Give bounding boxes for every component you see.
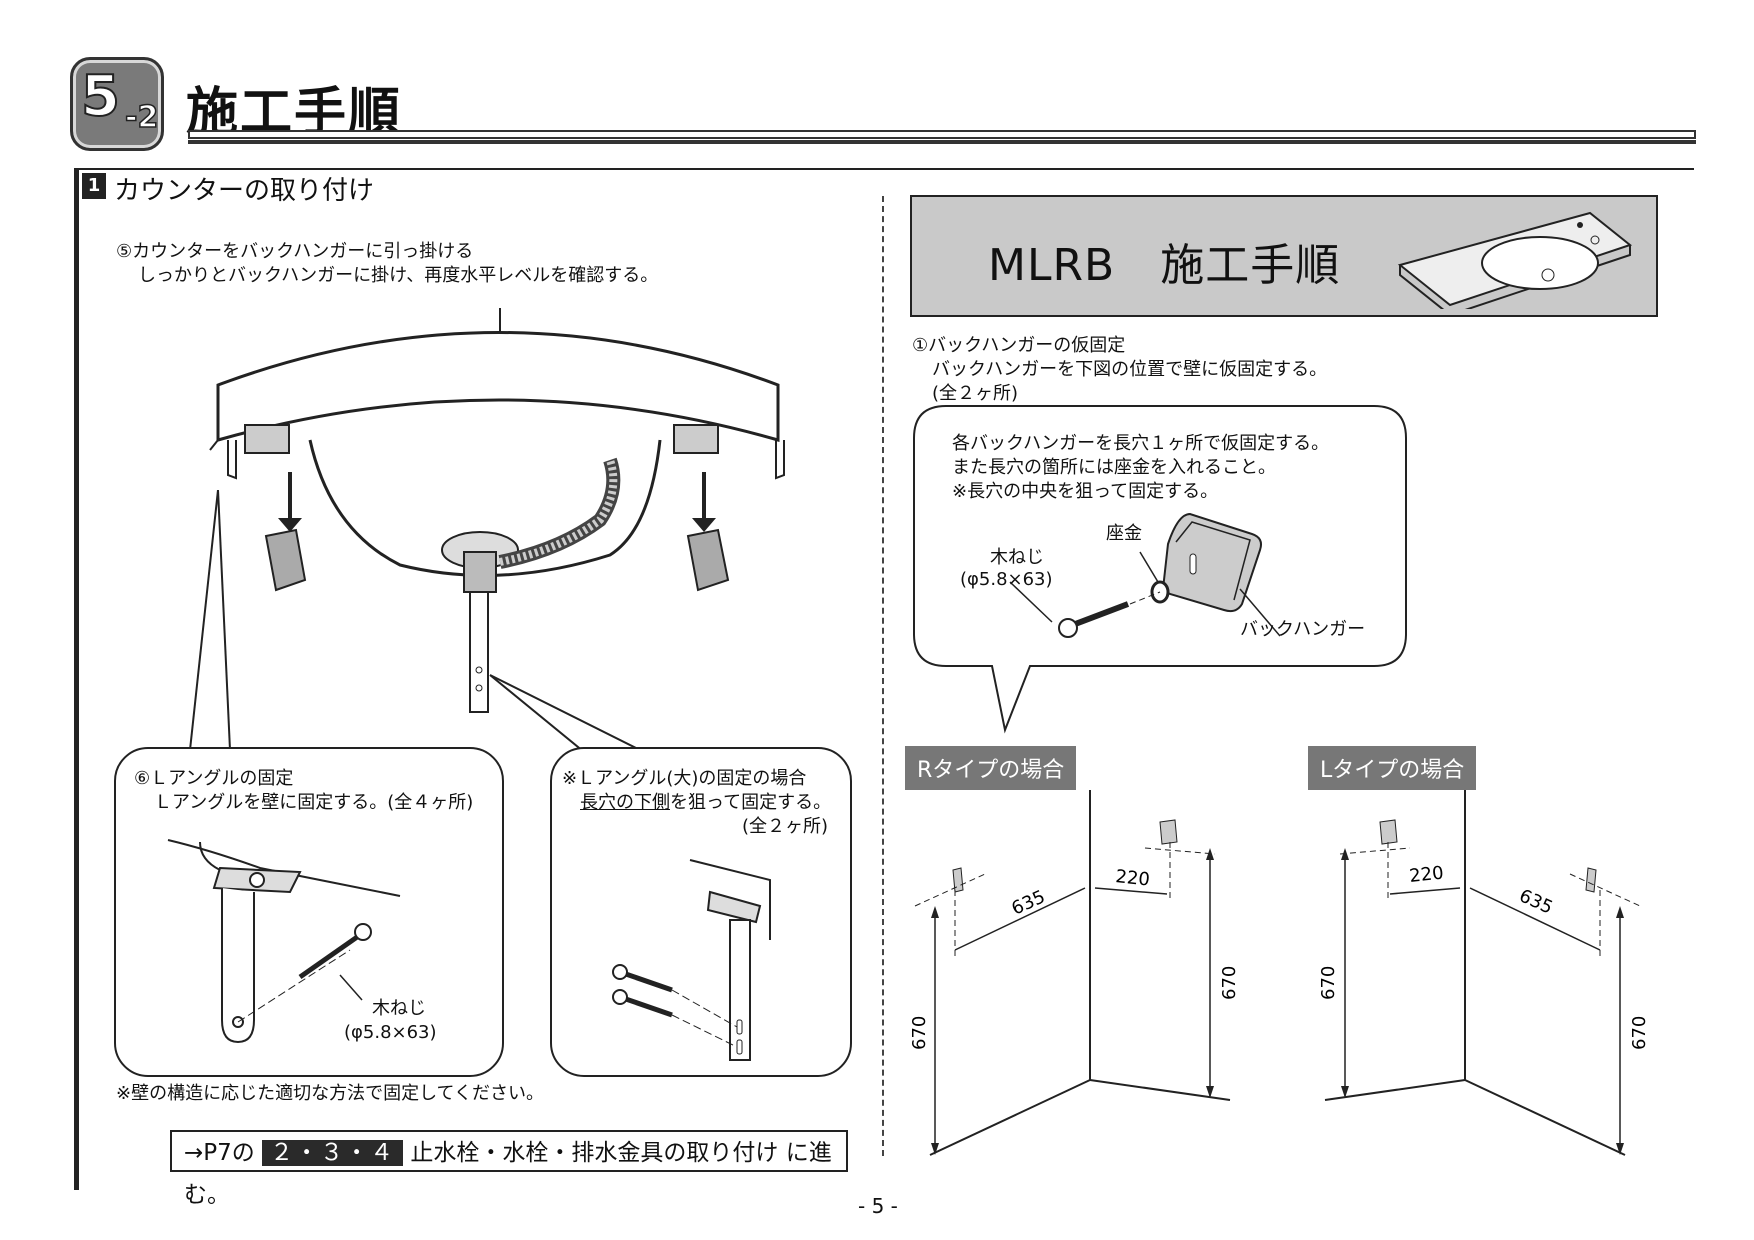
right-screw-label: 木ねじ: [990, 547, 1044, 568]
r-dim-short: 220: [1114, 866, 1150, 890]
badge-sub: -2: [124, 99, 159, 136]
section-rule: [74, 168, 1694, 170]
l-angle-illustration: [167, 839, 401, 1044]
l-angle-large-desc: 長穴の下側を狙って固定する。: [580, 791, 831, 815]
hanger-label: バックハンガー: [1240, 619, 1366, 640]
nav-highlight: ２・３・４: [262, 1140, 404, 1166]
hanger-bubble: [913, 405, 1407, 734]
l-angle-large-count: (全２ヶ所): [742, 816, 829, 837]
screw-label: 木ねじ: [372, 998, 426, 1019]
badge-number: 5: [80, 63, 121, 130]
left-border: [74, 170, 79, 1190]
basin-icon: [1397, 211, 1633, 309]
mlrb-banner: MLRB 施工手順: [910, 195, 1658, 317]
section-badge: 5 -2: [70, 57, 164, 151]
page-number: - 5 -: [858, 1194, 898, 1218]
section-number: 1: [82, 173, 106, 199]
title-underline-shadow: [188, 140, 1696, 144]
column-divider: [882, 196, 884, 1156]
counter-illustration: [209, 308, 785, 713]
screw-size: (φ5.8×63): [344, 1022, 437, 1043]
desc-rest: を狙って固定する。: [670, 792, 832, 813]
step1-count: (全２ヶ所): [932, 383, 1019, 404]
l-type-diagram: 220 635 670 670: [1318, 790, 1650, 1156]
nav-prefix: →P7の: [184, 1140, 255, 1166]
l-dim-h-left: 670: [1318, 966, 1339, 1000]
step1-desc: バックハンガーを下図の位置で壁に仮固定する。: [932, 359, 1328, 380]
step6-title: ⑥Ｌアングルの固定: [134, 768, 294, 789]
step6-bubble: [114, 747, 504, 1077]
mlrb-title: MLRB 施工手順: [988, 240, 1341, 291]
r-dim-h-right: 670: [1219, 966, 1240, 1000]
l-dim-h-right: 670: [1629, 1016, 1650, 1050]
nav-suffix: に進む。: [184, 1140, 832, 1208]
title-underline: [188, 130, 1696, 139]
bubble-line3: ※長穴の中央を狙って固定する。: [952, 481, 1219, 502]
l-angle-large-title: ※Ｌアングル(大)の固定の場合: [562, 768, 807, 789]
l-type-label: Lタイプの場合: [1308, 746, 1477, 790]
r-type-label: Rタイプの場合: [905, 746, 1077, 790]
wall-note: ※壁の構造に応じた適切な方法で固定してください。: [116, 1083, 544, 1104]
step5-title: ⑤カウンターをバックハンガーに引っ掛ける: [116, 241, 474, 262]
callout-pointers: [189, 490, 661, 766]
next-step-link[interactable]: →P7の ２・３・４ 止水栓・水栓・排水金具の取り付け に進む。: [170, 1130, 848, 1208]
bubble-line2: また長穴の箇所には座金を入れること。: [952, 457, 1276, 478]
l-dim-short: 220: [1408, 862, 1444, 886]
step5-desc: しっかりとバックハンガーに掛け、再度水平レベルを確認する。: [138, 265, 659, 286]
bubble-line1: 各バックハンガーを長穴１ヶ所で仮固定する。: [952, 433, 1330, 454]
l-angle-large-bubble: [550, 747, 852, 1077]
washer-label: 座金: [1106, 523, 1142, 544]
step6-desc: Ｌアングルを壁に固定する。(全４ヶ所): [154, 792, 474, 813]
r-dim-h-left: 670: [909, 1016, 930, 1050]
step1-title: ①バックハンガーの仮固定: [912, 335, 1126, 356]
right-screw-size: (φ5.8×63): [960, 569, 1053, 590]
r-type-diagram: 635 220 670 670: [909, 790, 1240, 1156]
nav-text: 止水栓・水栓・排水金具の取り付け: [410, 1140, 779, 1166]
l-angle-large-illustration: [612, 859, 771, 1061]
underline-text: 長穴の下側: [580, 792, 670, 813]
section-title: カウンターの取り付け: [114, 176, 375, 206]
